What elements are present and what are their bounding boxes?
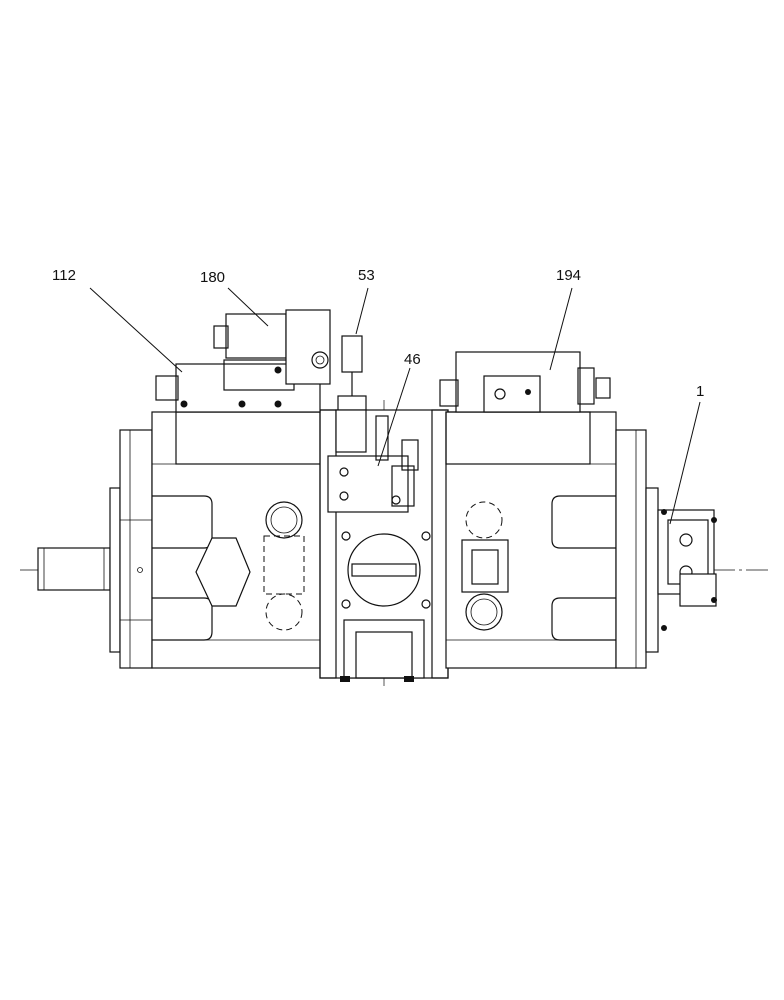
right-regulator [439, 351, 611, 413]
rear-pump-housing [445, 411, 627, 669]
callout-180: 180 [200, 269, 225, 286]
center-valve-block [319, 409, 449, 682]
input-shaft [37, 547, 111, 591]
proportional-solenoid-valve [213, 309, 331, 385]
leader-line-112 [89, 287, 183, 373]
rear-cover [615, 429, 659, 669]
callout-53: 53 [358, 267, 375, 284]
callout-194: 194 [556, 267, 581, 284]
leader-line-180 [227, 287, 269, 327]
leader-line-46 [377, 367, 411, 467]
solenoid-valve [327, 415, 419, 513]
leader-line-1 [669, 401, 701, 525]
pressure-sensor [335, 335, 367, 453]
callout-112: 112 [52, 267, 76, 284]
front-pump-housing [137, 411, 323, 669]
leader-line-53 [355, 287, 369, 335]
callout-1: 1 [696, 383, 704, 400]
leader-line-194 [549, 287, 573, 371]
gear-pump [657, 509, 717, 631]
mounting-flange [109, 429, 153, 669]
callout-46: 46 [404, 351, 421, 368]
